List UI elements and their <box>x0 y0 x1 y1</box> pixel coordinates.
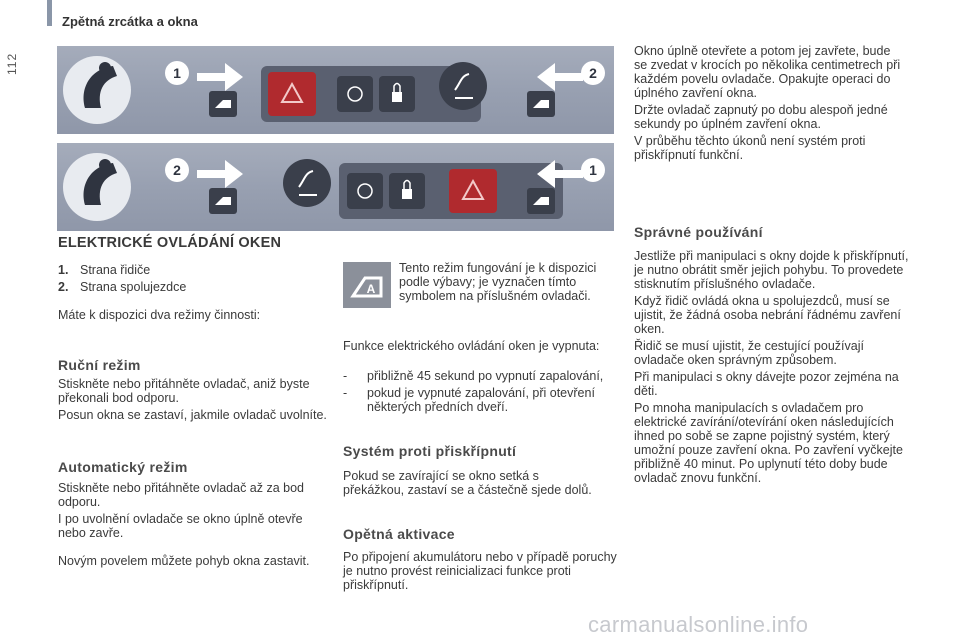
anti-pinch-text: Pokud se zavírající se okno setká s přek… <box>343 469 592 497</box>
page-number: 112 <box>5 52 19 75</box>
list-item: 1.Strana řidiče <box>58 263 151 277</box>
reactivation-heading: Opětná aktivace <box>343 526 455 542</box>
automatic-mode-heading: Automatický režim <box>58 459 188 475</box>
auto-mode-symbol-icon: A <box>343 262 391 308</box>
seat-heater-knob <box>439 62 487 110</box>
automatic-mode-stop-text: Novým povelem můžete pohyb okna zastavit… <box>58 554 310 568</box>
symbol-note: Tento režim fungování je k dispozici pod… <box>399 261 597 303</box>
numbered-list: 1.Strana řidiče 2.Strana spolujezdce <box>58 263 328 297</box>
list-item: -pokud je vypnuté zapalování, při otevře… <box>343 386 595 414</box>
child-lock-button <box>347 173 383 209</box>
arrow-icon <box>197 63 243 91</box>
manual-mode-heading: Ruční režim <box>58 357 141 373</box>
proper-use-text: Jestliže při manipulaci s okny dojde k p… <box>634 249 909 485</box>
modes-intro: Máte k dispozici dva režimy činnosti: <box>58 308 261 322</box>
callout-2-label: 2 <box>589 65 597 81</box>
callout-1-label: 1 <box>173 65 181 81</box>
page-title: ELEKTRICKÉ OVLÁDÁNÍ OKEN <box>58 235 282 251</box>
section-title: Zpětná zrcátka a okna <box>62 14 198 29</box>
proper-use-heading: Správné používání <box>634 224 763 240</box>
hazard-button <box>268 72 316 116</box>
seat-heater-knob <box>283 159 331 207</box>
anti-pinch-heading: Systém proti přiskřípnutí <box>343 443 517 459</box>
child-lock-button <box>337 76 373 112</box>
switch-panel-photo-top: 1 2 <box>57 46 614 134</box>
list-item: -přibližně 45 sekund po vypnutí zapalová… <box>343 369 604 383</box>
svg-text:A: A <box>367 282 376 296</box>
callout-2-label: 2 <box>173 162 181 178</box>
hazard-button <box>449 169 497 213</box>
callout-2-marker <box>165 158 189 182</box>
arrow-icon <box>537 63 583 91</box>
disabled-list: -přibližně 45 sekund po vypnutí zapalová… <box>343 369 613 414</box>
watermark: carmanualsonline.info <box>588 612 809 637</box>
reactivation-text: Po připojení akumulátoru nebo v případě … <box>343 550 617 592</box>
disabled-intro: Funkce elektrického ovládání oken je vyp… <box>343 339 600 353</box>
automatic-mode-text: Stiskněte nebo přitáhněte ovladač až za … <box>58 481 305 540</box>
callout-1-marker <box>165 61 189 85</box>
arrow-icon <box>537 160 583 188</box>
switch-panel-photo-bottom: 2 1 <box>57 143 614 231</box>
reinit-instructions: Okno úplně otevřete a potom jej zavřete,… <box>634 44 901 162</box>
manual-mode-text: Stiskněte nebo přitáhněte ovladač, aniž … <box>58 377 327 422</box>
callout-1-label: 1 <box>589 162 597 178</box>
callout-2-marker <box>581 61 605 85</box>
list-item: 2.Strana spolujezdce <box>58 280 187 294</box>
callout-1-marker <box>581 158 605 182</box>
arrow-icon <box>197 160 243 188</box>
sidebar-accent-bar <box>47 0 52 26</box>
